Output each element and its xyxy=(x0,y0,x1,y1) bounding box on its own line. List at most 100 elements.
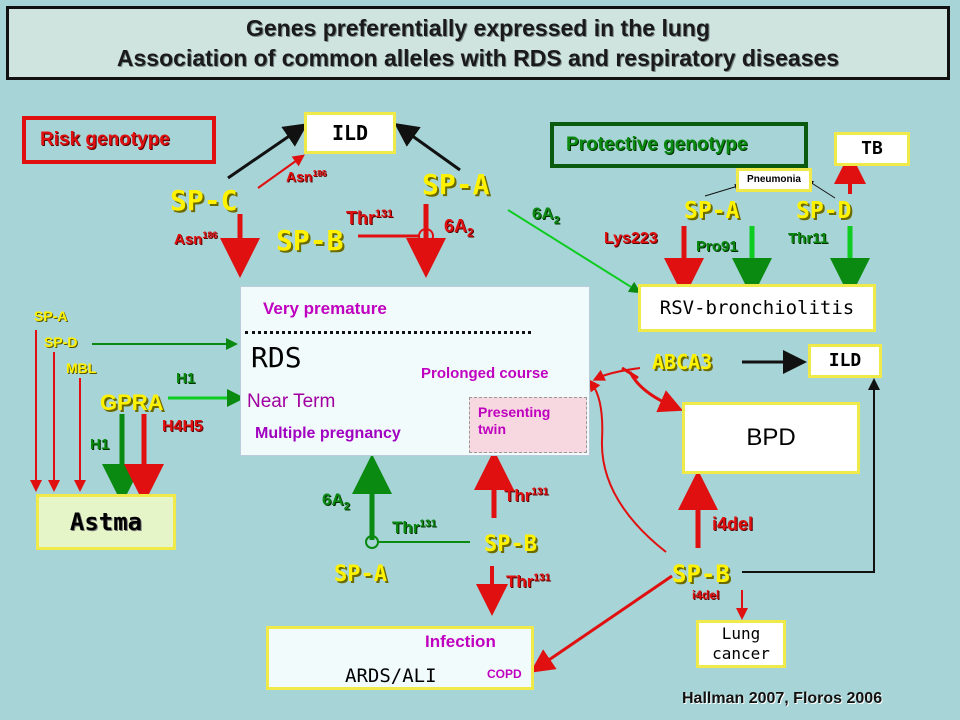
left-spa-label: SP-A xyxy=(34,308,68,324)
allele-thr-top-base: Thr xyxy=(346,208,375,228)
allele-lys223: Lys223 xyxy=(604,230,658,247)
allele-i4del-bpd: i4del xyxy=(712,514,754,534)
rds-box: Very premature RDS Prolonged course Near… xyxy=(240,286,590,456)
allele-thr-bottom-sup: 131 xyxy=(419,518,437,530)
gene-spb-top: SP-B xyxy=(276,224,344,257)
allele-6a2-top-base: 6A xyxy=(444,216,468,236)
arrow-spa-ild xyxy=(394,123,461,172)
lung-cancer-box: Lung cancer xyxy=(696,620,786,668)
gene-abca3: ABCA3 xyxy=(652,350,713,374)
presenting-line-2: twin xyxy=(478,421,506,437)
infection-label: Infection xyxy=(425,632,496,651)
allele-6a2-bottom: 6A2 xyxy=(322,490,350,512)
gene-spa-right: SP-A xyxy=(684,198,740,224)
astma-box: Astma xyxy=(36,494,176,550)
allele-6a2-bottom-sub: 2 xyxy=(343,500,350,513)
rds-divider xyxy=(245,331,531,334)
ild-right-box: ILD xyxy=(808,344,882,378)
left-spd-label: SP-D xyxy=(44,334,78,350)
protective-genotype-label: Protective genotype xyxy=(566,134,748,155)
arrow-spb-ild xyxy=(742,378,880,573)
interaction-symbol xyxy=(418,228,434,244)
ards-box: Infection ARDS/ALI COPD xyxy=(266,626,534,690)
arrow-asn-ild xyxy=(257,154,305,189)
allele-6a2-rsv: 6A2 xyxy=(532,204,560,226)
allele-thr-down-sup: 131 xyxy=(533,572,551,584)
gene-spd-right: SP-D xyxy=(796,198,852,224)
arrow-spa-pneumonia xyxy=(704,183,741,197)
allele-6a2-top-sub: 2 xyxy=(467,225,474,240)
allele-6a2-bottom-base: 6A xyxy=(322,490,344,509)
prolonged-course-label: Prolonged course xyxy=(421,365,549,382)
lung-cancer-line-1: Lung xyxy=(721,624,761,643)
allele-6a2-top: 6A2 xyxy=(444,216,474,240)
allele-thr-presenting-sup: 131 xyxy=(531,486,549,498)
allele-thr-bottom: Thr131 xyxy=(392,518,436,538)
copd-label: COPD xyxy=(487,667,522,681)
title-line-1: Genes preferentially expressed in the lu… xyxy=(246,15,710,41)
ards-label: ARDS/ALI xyxy=(345,665,437,687)
gene-spb-right: SP-B xyxy=(672,560,730,588)
pneumonia-label: Pneumonia xyxy=(747,174,801,185)
allele-thr-down-base: Thr xyxy=(506,572,534,591)
arrow-abca3-prolonged xyxy=(592,367,641,381)
allele-6a2-rsv-sub: 2 xyxy=(553,214,560,227)
tb-box: TB xyxy=(834,132,910,166)
left-mbl-label: MBL xyxy=(66,360,97,376)
allele-thr-bottom-base: Thr xyxy=(392,518,420,537)
gene-spa-bottom: SP-A xyxy=(334,562,387,587)
rds-label: RDS xyxy=(251,341,302,374)
ild-right-label: ILD xyxy=(828,350,862,371)
abca3-inhibition-bar xyxy=(621,366,639,380)
allele-i4del-lungcancer: i4del xyxy=(692,588,720,602)
near-term-label: Near Term xyxy=(247,391,336,412)
rsv-label: RSV-bronchiolitis xyxy=(659,297,855,319)
arrow-spd-pneumonia xyxy=(807,180,836,199)
allele-asn-rds-sup: 186 xyxy=(202,230,218,240)
allele-asn-rds: Asn186 xyxy=(174,230,217,248)
arrow-spb-ards xyxy=(530,574,673,673)
allele-asn-ild: Asn186 xyxy=(286,168,326,185)
allele-asn-ild-base: Asn xyxy=(286,168,313,185)
allele-thr-top: Thr131 xyxy=(346,208,393,229)
bpd-box: BPD xyxy=(682,402,860,474)
allele-thr-presenting: Thr131 xyxy=(504,486,548,506)
allele-h4h5: H4H5 xyxy=(162,418,203,435)
allele-thr-down: Thr131 xyxy=(506,572,550,592)
gene-spa-top: SP-A xyxy=(422,168,490,201)
allele-6a2-rsv-base: 6A xyxy=(532,204,554,223)
risk-genotype-box: Risk genotype xyxy=(22,116,216,164)
protective-genotype-box: Protective genotype xyxy=(550,122,808,168)
allele-h1-astma: H1 xyxy=(90,436,110,453)
allele-h1-gpra: H1 xyxy=(176,370,196,387)
gene-spb-bottom: SP-B xyxy=(484,532,537,557)
arrow-spc-ild xyxy=(227,123,308,180)
lung-cancer-line-2: cancer xyxy=(712,644,770,663)
rsv-box: RSV-bronchiolitis xyxy=(638,284,876,332)
very-premature-label: Very premature xyxy=(263,299,387,318)
ild-top-label: ILD xyxy=(331,121,369,145)
title-box: Genes preferentially expressed in the lu… xyxy=(6,6,950,80)
allele-pro91: Pro91 xyxy=(696,238,738,255)
multiple-pregnancy-label: Multiple pregnancy xyxy=(255,425,401,442)
tb-label: TB xyxy=(861,138,883,159)
presenting-twin-box: Presenting twin xyxy=(469,397,587,453)
pneumonia-box: Pneumonia xyxy=(736,168,812,192)
allele-thr-presenting-base: Thr xyxy=(504,486,532,505)
gene-gpra: GPRA xyxy=(100,390,164,415)
astma-label: Astma xyxy=(69,508,143,536)
allele-thr-top-sup: 131 xyxy=(375,208,394,220)
allele-thr11: Thr11 xyxy=(788,230,829,247)
risk-genotype-label: Risk genotype xyxy=(40,129,170,150)
arrow-6a2-rsv xyxy=(507,209,642,294)
presenting-line-1: Presenting xyxy=(478,404,551,420)
citation: Hallman 2007, Floros 2006 xyxy=(682,690,883,707)
bpd-label: BPD xyxy=(746,424,796,451)
ild-top-box: ILD xyxy=(304,112,396,154)
title-line-2: Association of common alleles with RDS a… xyxy=(116,45,840,71)
gene-spc: SP-C xyxy=(170,184,238,217)
arrow-spb-prolonged xyxy=(588,379,667,553)
allele-asn-rds-base: Asn xyxy=(174,231,203,248)
allele-asn-ild-sup: 186 xyxy=(312,168,327,178)
